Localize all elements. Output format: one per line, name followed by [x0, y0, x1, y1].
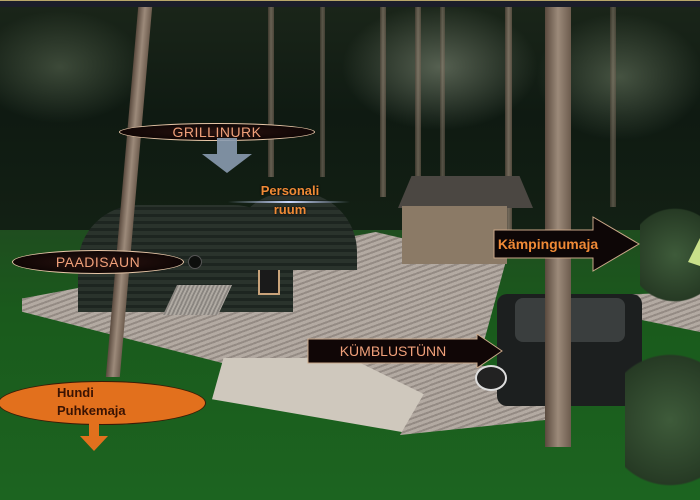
- hundi-line1: Hundi: [57, 385, 94, 400]
- kampingumaja-label-text: Kämpingumaja: [497, 236, 599, 252]
- kumblustunn-label: KÜMBLUSTÜNN: [308, 339, 478, 363]
- background-tree-trunk: [268, 7, 274, 177]
- paadisaun-label: PAADISAUN: [12, 250, 184, 274]
- background-tree-trunk: [440, 7, 445, 177]
- bush-right: [625, 340, 700, 500]
- background-tree-trunk: [505, 7, 512, 257]
- paadisaun-label-text: PAADISAUN: [55, 254, 141, 270]
- arrow-down-icon: [80, 422, 108, 451]
- partial-green-arrow-icon: [688, 238, 700, 266]
- arrow-right-icon: [493, 216, 640, 272]
- background-tree-trunk: [380, 7, 386, 197]
- arrow-right-icon: [307, 334, 503, 368]
- hundi-puhkemaja-text: Hundi Puhkemaja: [57, 384, 126, 420]
- hundi-line2: Puhkemaja: [57, 403, 126, 418]
- arrow-down-icon: [202, 138, 252, 173]
- bush-right-upper: [640, 200, 700, 310]
- personali-ruum-label: Personali ruum: [228, 183, 350, 217]
- background-tree-trunk: [320, 7, 325, 177]
- personali-ruum-line1: Personali: [260, 183, 320, 198]
- bucket: [475, 365, 507, 391]
- grillinurk-label-text: GRILLINURK: [172, 124, 262, 140]
- kumblustunn-label-text: KÜMBLUSTÜNN: [339, 343, 447, 359]
- top-border-bar: [0, 0, 700, 7]
- forest-background: [0, 7, 700, 247]
- kampingumaja-label: Kämpingumaja: [496, 230, 600, 258]
- background-tree-trunk: [415, 7, 421, 187]
- gazebo-roof: [398, 176, 533, 208]
- gazebo: [402, 206, 507, 264]
- foreground-tree-right: [545, 7, 571, 447]
- divider-line: [228, 201, 350, 203]
- sauna-window: [188, 255, 202, 269]
- background-tree-trunk: [610, 7, 616, 207]
- hundi-puhkemaja-label: [0, 381, 206, 425]
- personali-ruum-line2: ruum: [273, 202, 307, 217]
